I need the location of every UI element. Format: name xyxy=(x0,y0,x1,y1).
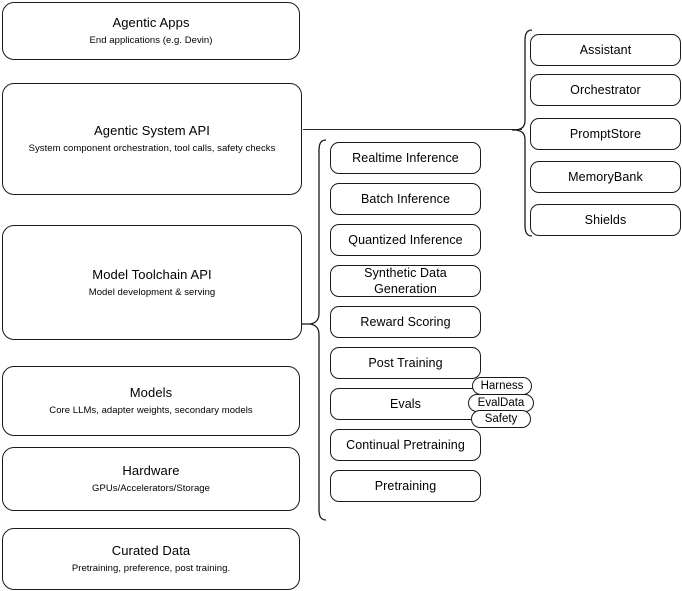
connector-line-system-api xyxy=(303,129,522,131)
system-box-orchestrator[interactable]: Orchestrator xyxy=(530,74,681,106)
layer-title: Model Toolchain API xyxy=(92,266,212,282)
layer-box-hardware[interactable]: Hardware GPUs/Accelerators/Storage xyxy=(2,447,300,511)
layer-box-agentic-apps[interactable]: Agentic Apps End applications (e.g. Devi… xyxy=(2,2,300,60)
toolchain-box-quantized-inference[interactable]: Quantized Inference xyxy=(330,224,481,256)
evals-pill-safety[interactable]: Safety xyxy=(471,410,531,428)
system-label: Shields xyxy=(584,213,627,227)
layer-subtitle: System component orchestration, tool cal… xyxy=(28,143,276,154)
toolchain-label: Pretraining xyxy=(374,479,437,493)
system-label: MemoryBank xyxy=(568,170,643,184)
system-box-promptstore[interactable]: PromptStore xyxy=(530,118,681,150)
toolchain-box-realtime-inference[interactable]: Realtime Inference xyxy=(330,142,481,174)
toolchain-box-batch-inference[interactable]: Batch Inference xyxy=(330,183,481,215)
toolchain-box-reward-scoring[interactable]: Reward Scoring xyxy=(330,306,481,338)
toolchain-label: Realtime Inference xyxy=(352,151,459,165)
brace-toolchain xyxy=(302,139,327,521)
toolchain-box-post-training[interactable]: Post Training xyxy=(330,347,481,379)
pill-label: Safety xyxy=(484,413,518,425)
layer-title: Agentic Apps xyxy=(112,15,190,30)
toolchain-label: Evals xyxy=(389,397,422,411)
toolchain-box-continual-pretraining[interactable]: Continual Pretraining xyxy=(330,429,481,461)
layer-box-models[interactable]: Models Core LLMs, adapter weights, secon… xyxy=(2,366,300,436)
system-box-assistant[interactable]: Assistant xyxy=(530,34,681,66)
layer-subtitle: Model development & serving xyxy=(88,286,216,298)
layer-subtitle: End applications (e.g. Devin) xyxy=(89,35,213,46)
toolchain-label: Synthetic Data Generation xyxy=(364,266,447,296)
toolchain-box-synthetic-data-generation[interactable]: Synthetic Data Generation xyxy=(330,265,481,297)
layer-title: Agentic System API xyxy=(94,123,210,138)
layer-subtitle: Pretraining, preference, post training. xyxy=(71,563,231,574)
layer-box-curated-data[interactable]: Curated Data Pretraining, preference, po… xyxy=(2,528,300,590)
system-label: Orchestrator xyxy=(570,83,641,97)
layer-title: Curated Data xyxy=(111,543,191,558)
toolchain-label: Quantized Inference xyxy=(348,233,463,247)
toolchain-box-evals[interactable]: Evals xyxy=(330,388,481,420)
layer-subtitle: Core LLMs, adapter weights, secondary mo… xyxy=(49,405,253,416)
toolchain-box-pretraining[interactable]: Pretraining xyxy=(330,470,481,502)
system-box-memorybank[interactable]: MemoryBank xyxy=(530,161,681,193)
brace-system-components xyxy=(512,29,533,237)
pill-label: EvalData xyxy=(477,397,525,409)
layer-box-agentic-system-api[interactable]: Agentic System API System component orch… xyxy=(2,83,302,195)
pill-label: Harness xyxy=(480,380,524,392)
toolchain-label: Continual Pretraining xyxy=(346,438,465,452)
layer-title: Models xyxy=(129,385,173,400)
system-box-shields[interactable]: Shields xyxy=(530,204,681,236)
system-label: Assistant xyxy=(579,43,632,57)
layer-box-model-toolchain-api[interactable]: Model Toolchain API Model development & … xyxy=(2,225,302,340)
layer-title: Hardware xyxy=(122,463,180,478)
toolchain-label: Batch Inference xyxy=(360,192,451,206)
toolchain-label: Post Training xyxy=(368,356,443,370)
toolchain-label: Reward Scoring xyxy=(360,315,451,329)
system-label: PromptStore xyxy=(569,127,642,141)
evals-pill-harness[interactable]: Harness xyxy=(472,377,532,395)
layer-subtitle: GPUs/Accelerators/Storage xyxy=(92,483,210,494)
